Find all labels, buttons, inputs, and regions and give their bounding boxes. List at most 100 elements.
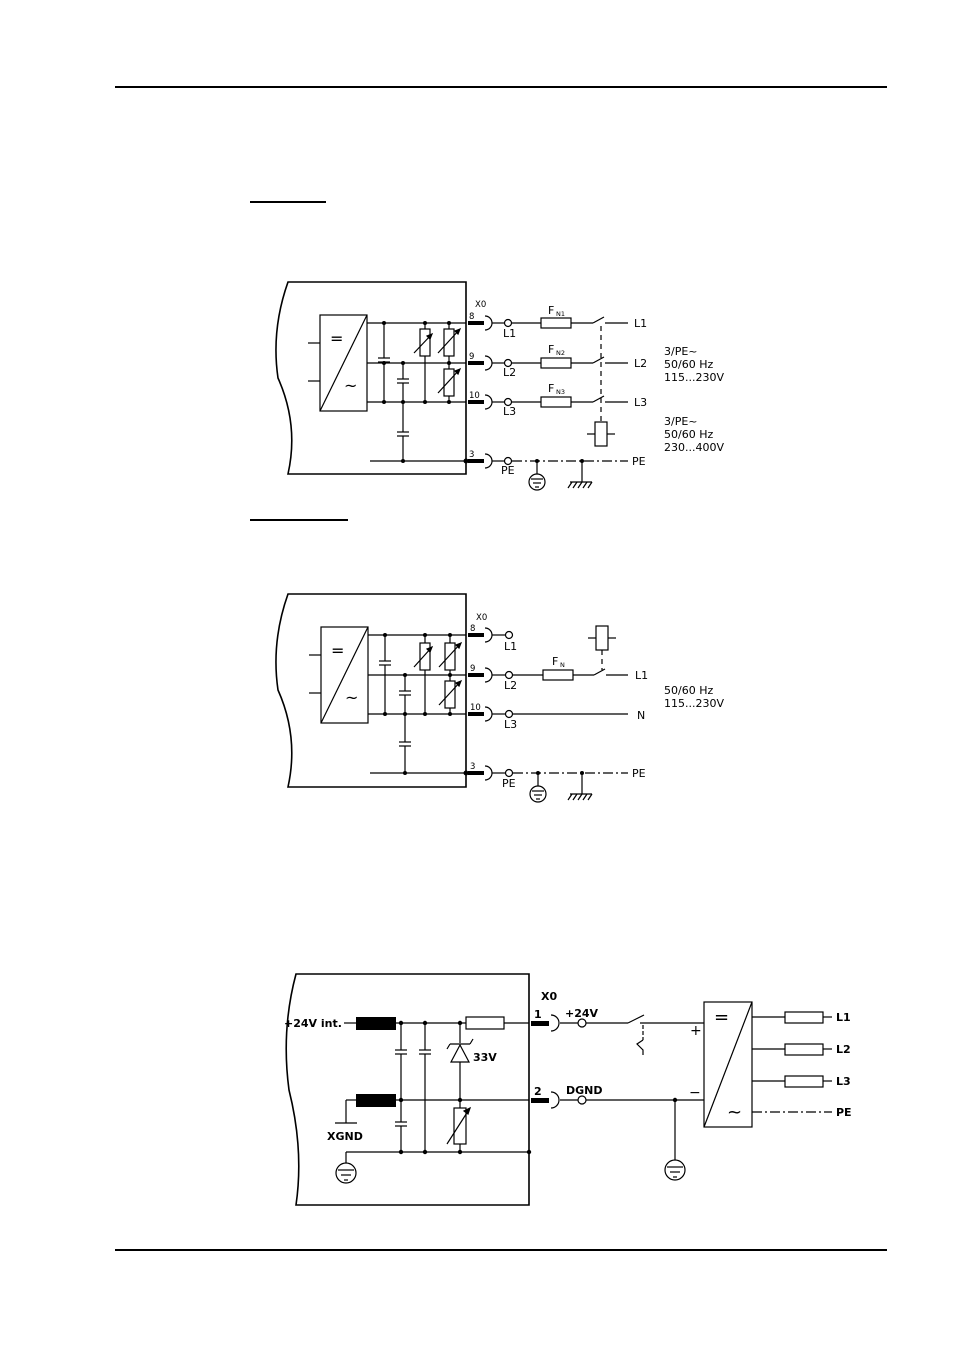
line-label: N — [637, 709, 645, 722]
zener-label: 33V — [473, 1051, 497, 1064]
varistor — [437, 363, 462, 402]
fuse-label: F — [552, 655, 558, 668]
terminal-label: PE — [502, 777, 516, 790]
spec-text: 230...400V — [664, 441, 724, 454]
pin-number: 3 — [469, 450, 474, 460]
spec-text: 50/60 Hz — [664, 428, 713, 441]
fuse-subscript: N2 — [556, 349, 565, 357]
output-label: L2 — [836, 1043, 851, 1056]
connector-label: X0 — [476, 613, 487, 623]
earth-icon — [528, 461, 546, 491]
device-housing — [285, 973, 530, 1206]
capacitor — [399, 675, 411, 773]
varistor — [438, 635, 463, 675]
earth-icon — [529, 773, 547, 803]
output-label: PE — [836, 1106, 852, 1119]
diagram-24v-supply: +24V int. XGND 33V — [284, 973, 852, 1206]
earth-icon — [664, 1100, 686, 1181]
psu-ac-symbol: ~ — [727, 1102, 742, 1123]
fuse-subscript: N3 — [556, 388, 565, 396]
device-housing — [275, 593, 467, 788]
switch — [627, 1014, 704, 1055]
spec-text: 115...230V — [664, 371, 724, 384]
pin-number: 10 — [470, 703, 481, 713]
terminal-label: +24V — [565, 1007, 599, 1020]
converter-ac-symbol: ~ — [345, 688, 358, 707]
terminal-label: PE — [501, 464, 515, 477]
junction-dots — [535, 459, 584, 463]
spec-text: 50/60 Hz — [664, 358, 713, 371]
varistor — [437, 323, 462, 363]
chassis-ground-icon — [567, 461, 593, 489]
capacitor — [397, 363, 409, 461]
output-label: L3 — [836, 1075, 851, 1088]
fuse-label: F — [548, 304, 554, 317]
terminal-label: L2 — [504, 679, 517, 692]
terminal-label: L3 — [503, 405, 516, 418]
terminal-label: L3 — [504, 718, 517, 731]
heading-underline-2 — [250, 519, 348, 521]
fuse-label: F — [548, 343, 554, 356]
line-label: PE — [632, 767, 646, 780]
spec-text: 115...230V — [664, 697, 724, 710]
connector-x0: X0 8 9 10 3 — [468, 300, 493, 469]
internal-supply-label: +24V int. — [284, 1017, 342, 1030]
junction-dots — [382, 321, 469, 464]
fuse-subscript: N1 — [556, 310, 565, 318]
xgnd-label: XGND — [327, 1130, 363, 1143]
varistor — [438, 675, 463, 714]
polarity-label: − — [689, 1085, 701, 1101]
zener-diode: 33V — [446, 1023, 497, 1100]
varistor — [413, 323, 434, 402]
choke — [356, 1017, 396, 1030]
pin-number: 1 — [534, 1008, 542, 1021]
diagram-three-phase: = ~ X0 — [275, 281, 724, 491]
terminals: L1 L2 L3 PE — [492, 318, 516, 477]
capacitor — [395, 1100, 407, 1152]
pin-number: 3 — [470, 762, 475, 772]
choke — [356, 1094, 396, 1107]
connector-label: X0 — [541, 990, 557, 1003]
power-supply-unit: = ~ — [703, 1001, 753, 1128]
terminals: L1 L2 L3 PE — [492, 630, 517, 790]
spec-text: 3/PE~ — [664, 415, 698, 428]
pin-number: 2 — [534, 1085, 542, 1098]
junction-dots — [536, 771, 584, 775]
terminal-label: L1 — [503, 327, 516, 340]
header-rule — [115, 86, 887, 88]
capacitor — [419, 1023, 431, 1152]
fuse-subscript: N — [560, 661, 565, 669]
converter-block: = ~ — [308, 314, 368, 412]
capacitor — [379, 635, 391, 714]
pin-number: 9 — [470, 664, 475, 674]
fuse-label: F — [548, 382, 554, 395]
fuse — [465, 1016, 505, 1030]
device-housing — [275, 281, 467, 475]
contactor-switch — [587, 316, 628, 447]
diagram-single-phase: = ~ X0 — [275, 593, 724, 803]
spec-text: 3/PE~ — [664, 345, 698, 358]
fuse-labels: F N1 F N2 F N3 — [548, 304, 565, 396]
junction-dots — [398, 1020, 532, 1155]
chassis-ground-icon — [567, 773, 593, 801]
connector-label: X0 — [475, 300, 486, 310]
polarity-label: + — [690, 1023, 702, 1039]
junction-dots — [383, 633, 469, 776]
terminal-label: L2 — [503, 366, 516, 379]
footer-rule — [115, 1249, 887, 1251]
terminal-label: L1 — [504, 640, 517, 653]
line-label: L1 — [634, 317, 647, 330]
contactor-coil — [588, 625, 616, 670]
line-label: L3 — [634, 396, 647, 409]
pin-number: 8 — [470, 624, 475, 634]
pin-number: 10 — [469, 391, 480, 401]
converter-block: = ~ — [309, 626, 369, 724]
converter-dc-symbol: = — [330, 329, 343, 348]
heading-underline-1 — [250, 201, 326, 203]
connector-x0: X0 1 2 — [531, 990, 560, 1109]
capacitor — [395, 1023, 407, 1100]
spec-text: 50/60 Hz — [664, 684, 713, 697]
connector-x0: X0 8 9 10 3 — [468, 613, 493, 781]
earth-icon — [335, 1152, 357, 1184]
converter-ac-symbol: ~ — [344, 376, 357, 395]
